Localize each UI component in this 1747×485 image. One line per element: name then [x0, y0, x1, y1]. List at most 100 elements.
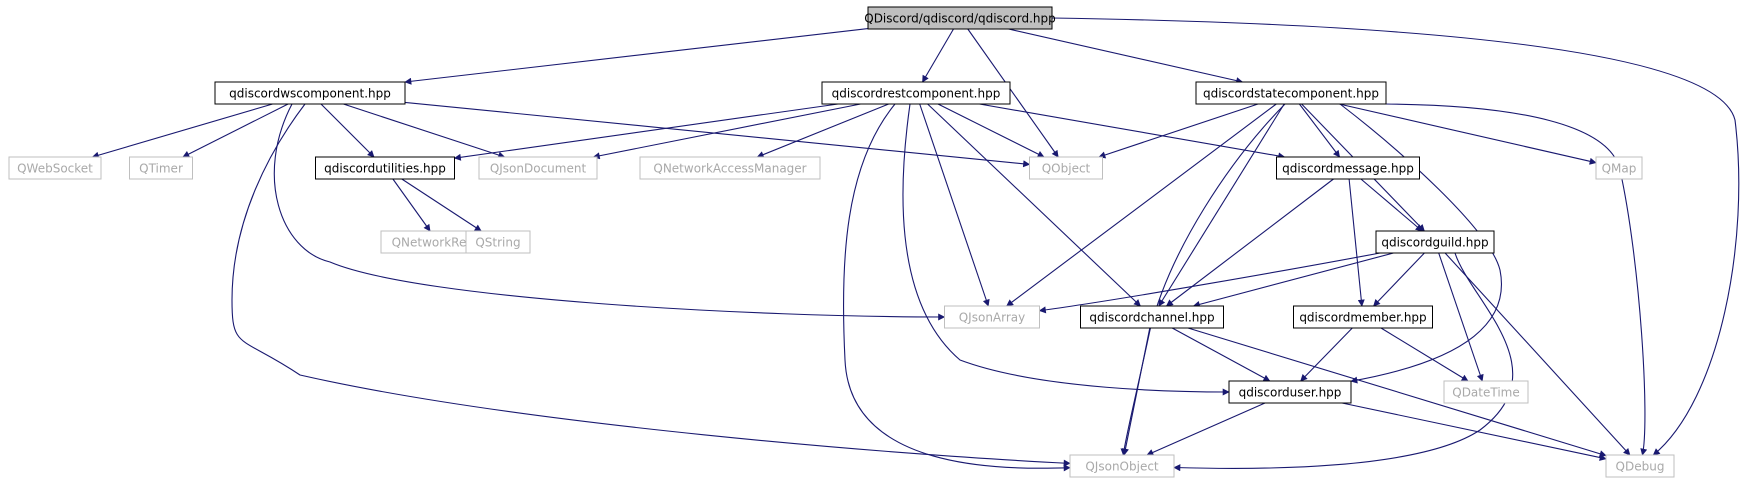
node-message-label: qdiscordmessage.hpp [1282, 162, 1414, 176]
node-state[interactable]: qdiscordstatecomponent.hpp [1195, 81, 1387, 105]
node-qobject-label: QObject [1042, 162, 1091, 176]
node-qobject: QObject [1029, 156, 1103, 180]
edge-rest-to-channel [927, 103, 1141, 307]
node-qjsonobject-box [1069, 454, 1175, 478]
node-qjsondocument-label: QJsonDocument [490, 162, 587, 176]
edge-ws-to-utilities [320, 103, 375, 158]
edge-qdiscord-to-qobject [967, 28, 1059, 158]
node-qwebsocket-box [8, 156, 102, 180]
edge-qdiscord-to-ws [404, 28, 869, 85]
node-rest-label: qdiscordrestcomponent.hpp [832, 87, 1001, 101]
edges-layer [91, 17, 1740, 472]
node-qdatetime-box [1443, 380, 1529, 404]
edge-message-to-guild [1360, 178, 1423, 232]
node-rest-box [821, 81, 1011, 105]
edge-guild-to-qjsonobject [1173, 252, 1514, 472]
node-channel-label: qdiscordchannel.hpp [1089, 311, 1214, 325]
edge-ws-to-qwebsocket [91, 103, 273, 159]
edge-ws-to-qtimer [182, 103, 289, 158]
edge-rest-to-utilities [453, 103, 839, 161]
node-qnam-box [639, 156, 821, 180]
node-message[interactable]: qdiscordmessage.hpp [1276, 156, 1420, 180]
node-qobject-box [1029, 156, 1103, 180]
node-ws[interactable]: qdiscordwscomponent.hpp [214, 81, 406, 105]
edge-member-to-qdatetime [1380, 327, 1469, 382]
edge-utilities-to-qstring [401, 178, 482, 232]
node-qdiscord-box [867, 6, 1053, 30]
edge-rest-to-qnam [756, 103, 889, 158]
node-qmap-label: QMap [1602, 162, 1637, 176]
edge-ws-to-qjsonobject [231, 103, 1071, 467]
node-guild[interactable]: qdiscordguild.hpp [1375, 230, 1495, 254]
node-qnam: QNetworkAccessManager [639, 156, 821, 180]
edge-message-to-member [1348, 178, 1365, 307]
edge-user-to-qdebug [1341, 402, 1607, 461]
edge-guild-to-channel [1192, 252, 1394, 308]
edge-rest-to-qobject [937, 103, 1045, 158]
node-qdebug: QDebug [1605, 454, 1675, 478]
edge-state-to-qjsonarray [1006, 103, 1277, 307]
edge-ws-to-qobject [404, 101, 1031, 168]
node-qtimer-box [129, 156, 193, 180]
node-member-box [1293, 305, 1433, 329]
node-qjsonarray-label: QJsonArray [959, 311, 1026, 325]
node-qdebug-box [1605, 454, 1675, 478]
node-channel[interactable]: qdiscordchannel.hpp [1080, 305, 1224, 329]
edge-guild-to-qdatetime [1438, 252, 1484, 382]
edge-channel-to-user [1171, 327, 1271, 382]
edge-rest-to-message [979, 103, 1286, 160]
edge-member-to-user [1300, 327, 1353, 382]
edge-channel-to-qjsonobject [1122, 327, 1151, 456]
node-guild-label: qdiscordguild.hpp [1381, 236, 1488, 250]
edge-guild-to-member [1373, 252, 1425, 307]
node-qjsonarray: QJsonArray [944, 305, 1040, 329]
node-ws-label: qdiscordwscomponent.hpp [229, 87, 391, 101]
node-channel-box [1080, 305, 1224, 329]
node-qjsondocument: QJsonDocument [478, 156, 598, 180]
node-qjsonobject-label: QJsonObject [1085, 460, 1159, 474]
node-qnetworkreply-label: QNetworkReply [392, 236, 485, 250]
node-qmap-box [1595, 156, 1643, 180]
node-qmap: QMap [1595, 156, 1643, 180]
edge-state-to-user [1339, 103, 1502, 384]
edge-rest-to-qjsondocument [592, 103, 861, 160]
node-qjsonobject: QJsonObject [1069, 454, 1175, 478]
node-utilities-label: qdiscordutilities.hpp [324, 162, 446, 176]
node-qtimer: QTimer [129, 156, 193, 180]
edge-guild-to-qjsonarray [1038, 252, 1381, 314]
node-qdiscord-label: QDiscord/qdiscord/qdiscord.hpp [864, 12, 1056, 26]
edge-channel-to-qdebug [1187, 327, 1607, 458]
node-guild-box [1375, 230, 1495, 254]
node-qdiscord[interactable]: QDiscord/qdiscord/qdiscord.hpp [864, 6, 1056, 30]
edge-state-to-channel [1158, 103, 1285, 307]
edge-message-to-channel [1165, 178, 1334, 307]
edge-guild-to-qdebug [1444, 252, 1631, 456]
edge-user-to-qjsonobject [1146, 402, 1266, 456]
node-qnam-label: QNetworkAccessManager [653, 162, 806, 176]
node-member-label: qdiscordmember.hpp [1299, 311, 1426, 325]
node-user-box [1228, 380, 1352, 404]
node-qstring: QString [465, 230, 531, 254]
edge-rest-to-qjsonarray [919, 103, 990, 307]
node-qdebug-label: QDebug [1616, 460, 1665, 474]
node-rest[interactable]: qdiscordrestcomponent.hpp [821, 81, 1011, 105]
node-qdatetime-label: QDateTime [1452, 386, 1520, 400]
node-utilities[interactable]: qdiscordutilities.hpp [315, 156, 455, 180]
edge-utilities-to-qnetworkreply [392, 178, 431, 232]
node-qjsonarray-box [944, 305, 1040, 329]
node-qjsondocument-box [478, 156, 598, 180]
edge-qdiscord-to-rest [922, 28, 954, 83]
node-qtimer-label: QTimer [139, 162, 183, 176]
node-ws-box [214, 81, 406, 105]
node-qstring-label: QString [475, 236, 520, 250]
node-state-label: qdiscordstatecomponent.hpp [1203, 87, 1379, 101]
edge-state-to-qobject [1098, 103, 1259, 159]
node-user[interactable]: qdiscorduser.hpp [1228, 380, 1352, 404]
node-user-label: qdiscorduser.hpp [1239, 386, 1342, 400]
node-member[interactable]: qdiscordmember.hpp [1293, 305, 1433, 329]
edge-rest-to-qjsonobject [842, 103, 1071, 472]
node-qwebsocket-label: QWebSocket [17, 162, 93, 176]
edge-rest-to-user [902, 103, 1230, 396]
node-qdatetime: QDateTime [1443, 380, 1529, 404]
